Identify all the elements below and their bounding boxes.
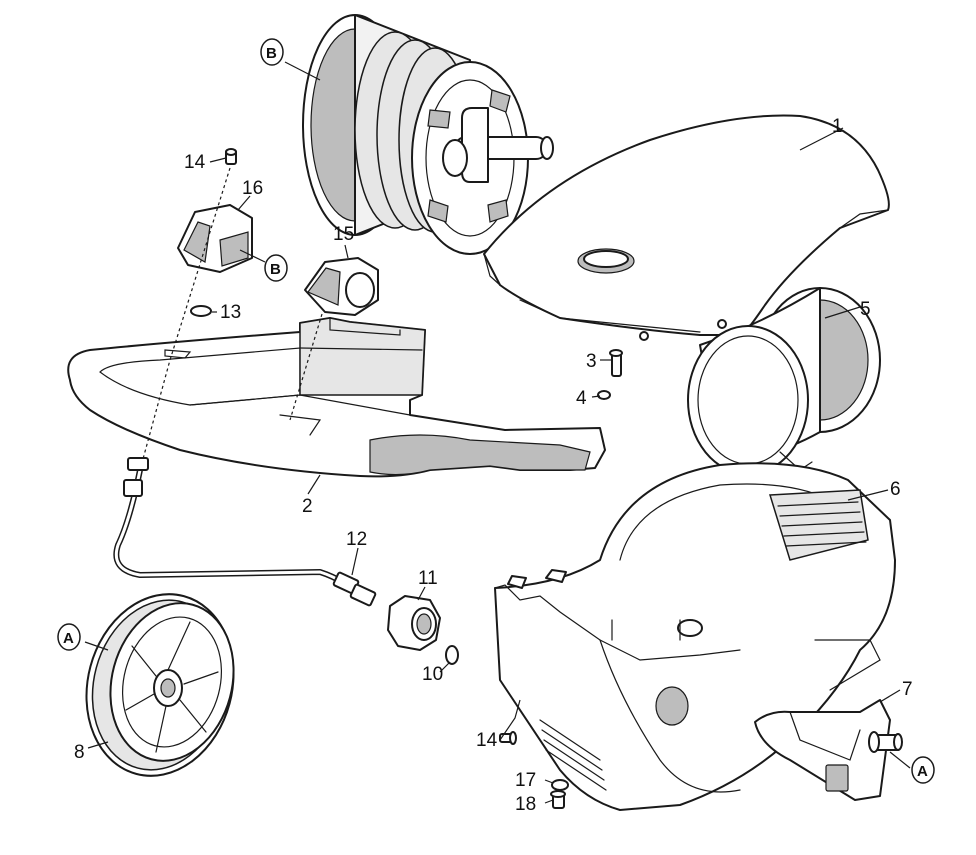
label-11: 11	[418, 568, 438, 589]
screw-18	[550, 790, 566, 809]
clip-16	[177, 204, 253, 273]
label-17: 17	[515, 770, 536, 791]
part-labels: 1 2 3 4 5 6 7 8 10 11 12 13 14 14 15 16 …	[74, 116, 913, 815]
label-6: 6	[890, 479, 901, 500]
handle-frame	[67, 317, 606, 478]
label-13: 13	[220, 302, 241, 323]
label-15: 15	[333, 224, 354, 245]
label-2: 2	[302, 496, 313, 517]
ref-tag-a-axle: A	[911, 756, 935, 784]
label-7: 7	[902, 679, 913, 700]
label-16: 16	[242, 178, 263, 199]
label-14-top: 14	[184, 152, 206, 173]
label-4: 4	[576, 388, 587, 409]
wheel	[85, 593, 235, 777]
svg-text:B: B	[270, 261, 281, 278]
label-5: 5	[860, 299, 871, 320]
svg-text:B: B	[266, 45, 277, 62]
clip-15	[304, 257, 379, 316]
assembly-line-left	[139, 167, 231, 471]
label-1: 1	[832, 116, 843, 137]
ref-tag-b-reel: B	[260, 38, 284, 66]
ref-tag-a-wheel: A	[57, 623, 81, 651]
washer-4	[597, 390, 611, 400]
svg-text:A: A	[63, 630, 74, 647]
screw-14-top	[225, 148, 237, 165]
label-14-bottom: 14	[476, 730, 498, 751]
screw-14-bottom	[499, 731, 517, 745]
screw-3	[609, 349, 623, 377]
leader-lines	[84, 61, 911, 804]
nut-11	[387, 595, 441, 651]
washer-17	[551, 779, 569, 791]
label-18: 18	[515, 794, 536, 815]
svg-text:A: A	[917, 763, 928, 780]
hose-reel	[302, 14, 554, 255]
label-10: 10	[422, 664, 443, 685]
seal-10	[445, 645, 459, 665]
o-ring-13	[190, 305, 212, 317]
label-12: 12	[346, 529, 367, 550]
ref-tag-b-clip: B	[264, 254, 288, 282]
assembly-line-right	[289, 313, 323, 421]
label-3: 3	[586, 351, 597, 372]
label-8: 8	[74, 742, 85, 763]
filter-cup	[687, 287, 881, 475]
axle-bracket	[754, 699, 903, 801]
cover-hood	[483, 114, 890, 341]
pressure-hose	[113, 457, 377, 607]
